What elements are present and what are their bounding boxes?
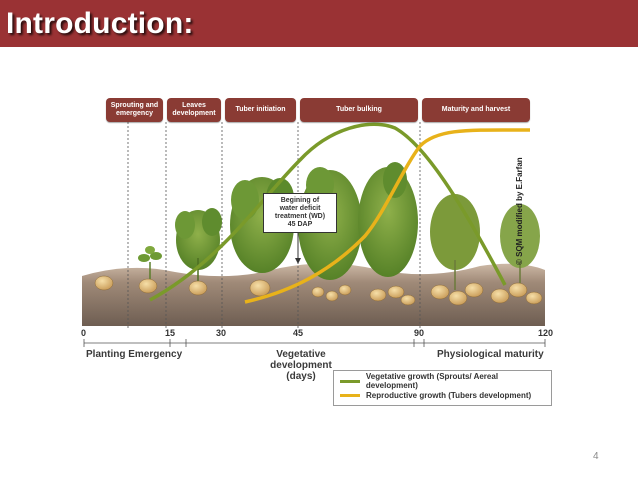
tubers	[94, 275, 543, 306]
legend-vegetative-label: Vegetative growth (Sprouts/ Aereal devel…	[365, 372, 499, 390]
water-deficit-annotation: Begining of water deficit treatment (WD)…	[263, 193, 337, 233]
legend-reproductive-swatch	[340, 393, 360, 397]
title-bar: Introduction:	[0, 0, 638, 47]
tick-30: 30	[216, 328, 227, 338]
reproductive-growth-curve	[244, 128, 531, 304]
plant-maturity	[430, 194, 540, 292]
annotation-line-3: treatment (WD)	[274, 213, 326, 220]
legend-reproductive: Reproductive growth (Tubers development)	[340, 389, 531, 401]
page-number: 4	[593, 451, 599, 462]
tick-45: 45	[293, 328, 304, 338]
tick-120: 120	[538, 328, 554, 338]
phase-vegetative: Vegetative development (days)	[246, 349, 356, 382]
stage-maturity: Maturity and harvest	[422, 98, 530, 122]
plant-leaves	[175, 208, 222, 290]
legend-vegetative-swatch	[340, 379, 360, 383]
annotation-line-2: water deficit	[279, 205, 321, 212]
stage-tuber-initiation: Tuber initiation	[225, 98, 296, 122]
phase-days-label: (days)	[286, 371, 316, 382]
tick-90: 90	[414, 328, 425, 338]
legend-vegetative: Vegetative growth (Sprouts/ Aereal devel…	[340, 372, 551, 390]
stage-sprouting: Sprouting and emergency	[106, 98, 163, 122]
tick-0: 0	[81, 328, 87, 338]
annotation-line-1: Begining of	[280, 197, 320, 204]
phase-planting-emergency: Planting Emergency	[86, 349, 183, 360]
annotation-line-4: 45 DAP	[287, 221, 313, 228]
tick-15: 15	[165, 328, 176, 338]
stage-tuber-bulking: Tuber bulking	[300, 98, 418, 122]
legend-reproductive-label: Reproductive growth (Tubers development)	[366, 390, 532, 400]
phase-physiological: Physiological maturity	[437, 349, 544, 360]
stage-leaves: Leaves development	[167, 98, 221, 122]
credit-label: © SQM modified by E.Farfan	[515, 157, 524, 265]
timeline-axis	[83, 339, 546, 347]
vegetative-growth-curve	[149, 122, 507, 302]
phase-vegetative-label: Vegetative development	[270, 349, 332, 371]
legend: Vegetative growth (Sprouts/ Aereal devel…	[333, 370, 552, 406]
slide-title: Introduction:	[6, 7, 194, 40]
